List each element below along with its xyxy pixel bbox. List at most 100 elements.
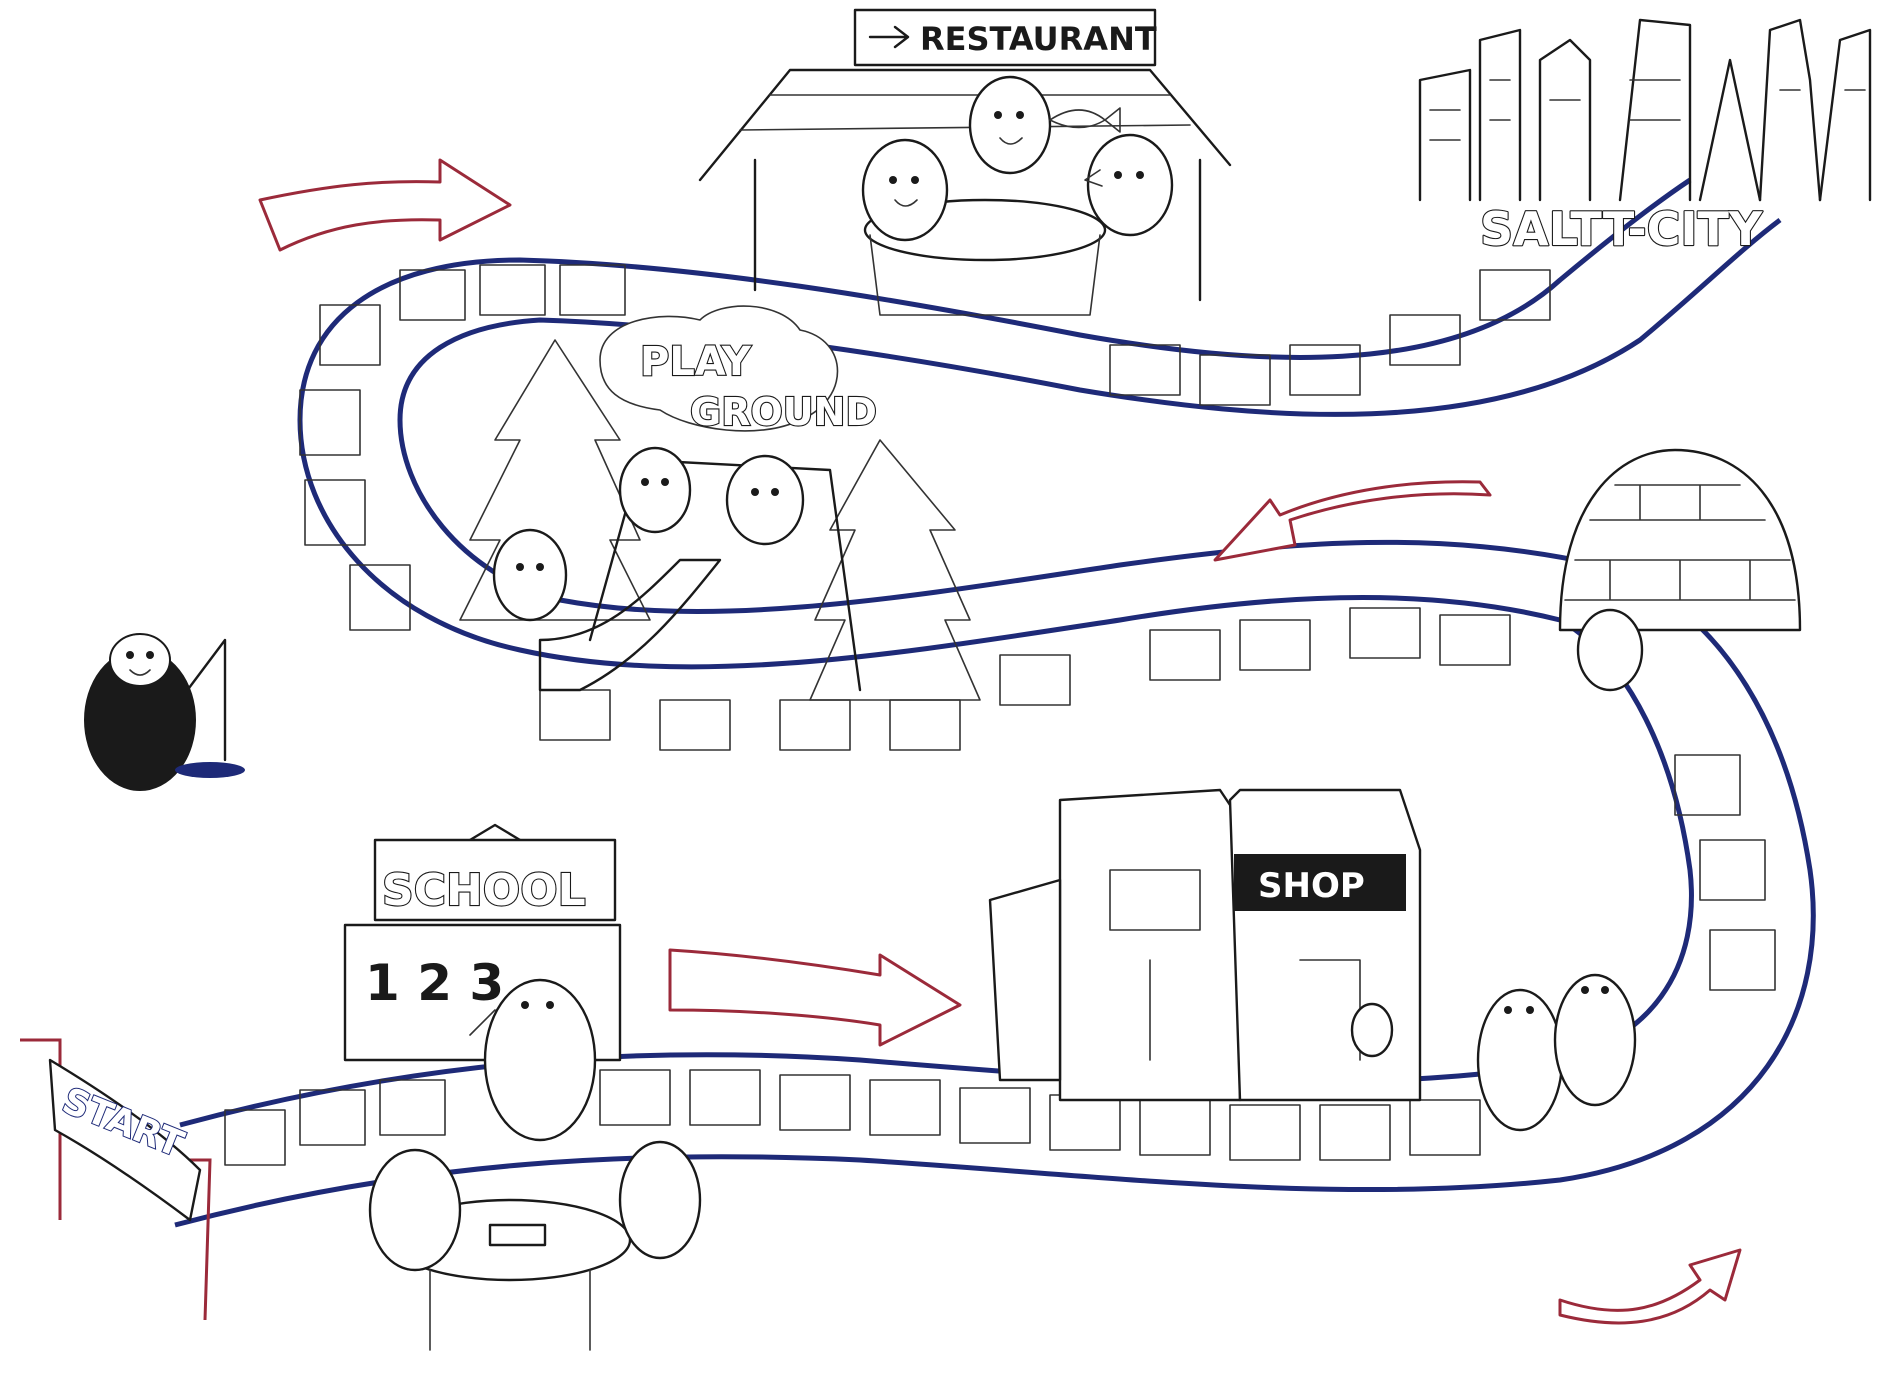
- path-tile: [779, 699, 851, 751]
- school-sign-text: SCHOOL: [382, 865, 586, 916]
- path-tile: [689, 1069, 761, 1126]
- game-path: [174, 177, 1816, 1228]
- path-tile: [1109, 344, 1181, 396]
- restaurant-building: RESTAURANT: [698, 8, 1232, 316]
- path-tile: [1709, 929, 1776, 991]
- playground-cloud-sign: [599, 305, 839, 432]
- building-icon: [1478, 28, 1522, 202]
- penguin-icon: [1553, 973, 1637, 1107]
- school-sign: [373, 838, 617, 922]
- school-blackboard: [343, 923, 622, 1062]
- path-inner-edge: [174, 218, 1816, 1228]
- direction-arrow-icon: [258, 158, 512, 252]
- school-roof-peak: [468, 823, 522, 842]
- building-icon: [1818, 28, 1872, 202]
- path-tile: [1149, 629, 1221, 681]
- city-sign-text: SALTT-CITY: [1480, 202, 1763, 256]
- path-tile: [959, 1087, 1031, 1144]
- building-icon: [1698, 58, 1762, 202]
- direction-arrow-icon: [1558, 1248, 1742, 1325]
- fishing-penguin: [84, 633, 245, 791]
- ice-hole: [175, 762, 245, 778]
- path-tile: [349, 564, 411, 631]
- penguin-icon: [618, 446, 692, 534]
- building-icon: [1228, 788, 1422, 1102]
- start-banner-cloth: [48, 1058, 202, 1222]
- city-skyline: SALTT-CITY: [1418, 18, 1872, 257]
- fishing-rod-icon: [163, 638, 227, 762]
- path-tile: [299, 1089, 366, 1146]
- school-board-text: 1 2 3: [365, 954, 504, 1012]
- path-tile: [869, 1079, 941, 1136]
- path-tile: [1479, 269, 1551, 321]
- path-tile: [1199, 354, 1271, 406]
- restaurant-sign-text: RESTAURANT: [920, 20, 1157, 58]
- fish-icon: [1049, 107, 1121, 133]
- direction-arrow-icon: [1213, 480, 1492, 562]
- path-tile: [1674, 754, 1741, 816]
- path-tile: [1229, 1104, 1301, 1161]
- path-tile: [1409, 1099, 1481, 1156]
- path-tile: [304, 479, 366, 546]
- penguin-icon: [1476, 988, 1564, 1132]
- path-tile: [319, 304, 381, 366]
- penguin-icon: [1084, 133, 1174, 237]
- building-icon: [988, 878, 1062, 1082]
- direction-arrow-icon: [668, 948, 962, 1047]
- shop-sign: [1234, 854, 1406, 911]
- penguin-icon: [1350, 1002, 1394, 1058]
- path-tile: [1349, 607, 1421, 659]
- path-tile: [1289, 344, 1361, 396]
- swing-frame: [588, 458, 862, 692]
- building-icon: [1418, 68, 1472, 202]
- playground-sign-line1: PLAY: [640, 339, 752, 385]
- restaurant-walls: [753, 158, 1202, 302]
- penguin-icon: [725, 454, 805, 546]
- restaurant-roof-lines: [739, 94, 1191, 131]
- path-tile: [659, 699, 731, 751]
- start-banner: START: [20, 1038, 212, 1321]
- path-tile: [1439, 614, 1511, 666]
- path-tile: [539, 689, 611, 741]
- path-tile: [779, 1074, 851, 1131]
- path-tile: [1389, 314, 1461, 366]
- path-tile: [1319, 1104, 1391, 1161]
- penguin-icon: [368, 1148, 462, 1272]
- playground-sign-line2: GROUND: [690, 390, 877, 434]
- path-tile: [299, 389, 361, 456]
- tree-icon: [809, 439, 981, 701]
- restaurant-tablecloth: [869, 234, 1101, 316]
- shop-sign-text: SHOP: [1258, 866, 1365, 906]
- school: SCHOOL 1 2 3: [343, 823, 702, 1351]
- penguin-icon: [618, 1140, 702, 1260]
- igloo-icon: [1558, 448, 1802, 692]
- building-icon: [1618, 18, 1692, 202]
- penguin-icon: [968, 75, 1052, 175]
- building-icon: [1538, 38, 1592, 202]
- slide: [538, 558, 722, 692]
- penguin-icon: [861, 138, 949, 242]
- shop-building: SHOP: [988, 788, 1422, 1102]
- path-tile: [224, 1109, 286, 1166]
- path-tile: [559, 264, 626, 316]
- restaurant-roof: [698, 68, 1232, 182]
- penguin-icon: [492, 528, 568, 622]
- school-table-legs: [429, 1269, 591, 1351]
- path-tile: [379, 1079, 446, 1136]
- path-tile: [1239, 619, 1311, 671]
- path-tile: [599, 1069, 671, 1126]
- playground: PLAY GROUND: [459, 305, 981, 701]
- penguin-icon: [469, 978, 597, 1142]
- path-tile: [999, 654, 1071, 706]
- path-tile: [479, 264, 546, 316]
- building-icon: [1758, 18, 1822, 202]
- path-tile: [1699, 839, 1766, 901]
- path-tile: [1139, 1099, 1211, 1156]
- path-tile: [889, 699, 961, 751]
- penguin-icon: [1576, 608, 1644, 692]
- path-tile: [399, 269, 466, 321]
- path-tiles: [224, 264, 1776, 1166]
- direction-arrows: [258, 158, 1742, 1325]
- path-tile: [1049, 1094, 1121, 1151]
